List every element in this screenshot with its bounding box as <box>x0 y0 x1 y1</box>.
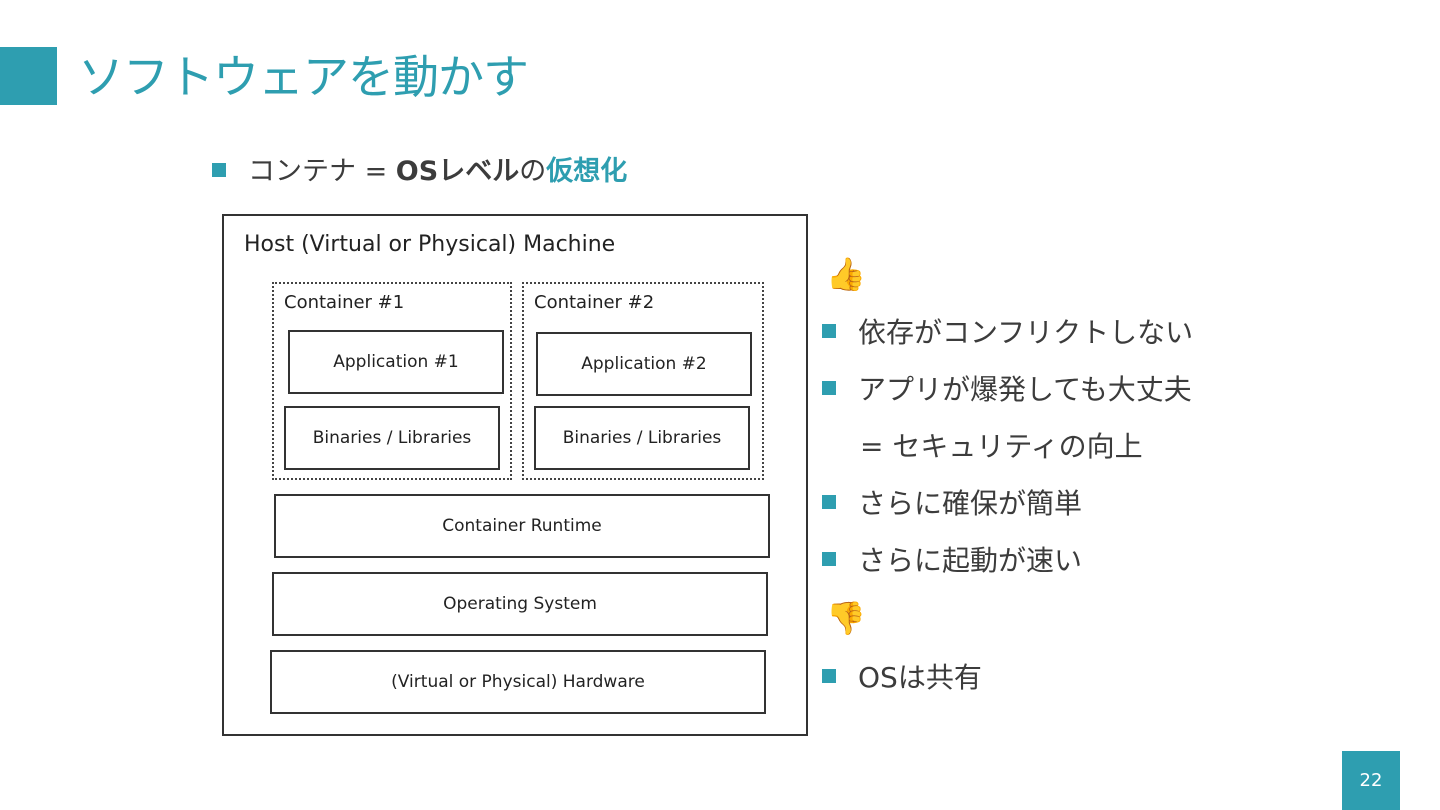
subtitle-accent: 仮想化 <box>546 156 628 187</box>
runtime-box: Container Runtime <box>274 494 770 558</box>
subtitle-middle: の <box>519 156 547 187</box>
application-box: Application #2 <box>536 332 752 396</box>
os-box: Operating System <box>272 572 768 636</box>
list-item: さらに確保が簡単 <box>822 484 1082 524</box>
application-box: Application #1 <box>288 330 504 394</box>
list-item-continuation: = セキュリティの向上 <box>860 430 1143 463</box>
container-1: Container #1 Application #1 Binaries / L… <box>272 282 512 480</box>
list-item: OSは共有 <box>822 658 982 698</box>
binaries-box: Binaries / Libraries <box>284 406 500 470</box>
thumbs-down-icon: 👎 <box>826 599 866 637</box>
page-number: 22 <box>1342 751 1400 810</box>
bullet-square <box>822 381 836 395</box>
title-accent-block <box>0 47 57 105</box>
subtitle: コンテナ = OSレベルの仮想化 <box>212 152 627 192</box>
binaries-box: Binaries / Libraries <box>534 406 750 470</box>
bullet-square <box>822 324 836 338</box>
subtitle-prefix: コンテナ = <box>248 156 396 187</box>
bullet-square <box>822 495 836 509</box>
list-item: 依存がコンフリクトしない <box>822 313 1193 353</box>
container-2: Container #2 Application #2 Binaries / L… <box>522 282 764 480</box>
slide-title: ソフトウェアを動かす <box>78 50 529 104</box>
container-diagram: Host (Virtual or Physical) Machine Conta… <box>222 214 808 736</box>
thumbs-up-icon: 👍 <box>826 255 866 293</box>
bullet-square <box>212 162 226 177</box>
container-label: Container #1 <box>284 292 405 313</box>
list-item: さらに起動が速い <box>822 541 1082 581</box>
host-label: Host (Virtual or Physical) Machine <box>244 232 616 257</box>
hardware-box: (Virtual or Physical) Hardware <box>270 650 766 714</box>
list-item: アプリが爆発しても大丈夫 <box>822 370 1192 410</box>
bullet-square <box>822 669 836 683</box>
bullet-square <box>822 552 836 566</box>
container-label: Container #2 <box>534 292 655 313</box>
subtitle-bold: OSレベル <box>395 156 520 187</box>
